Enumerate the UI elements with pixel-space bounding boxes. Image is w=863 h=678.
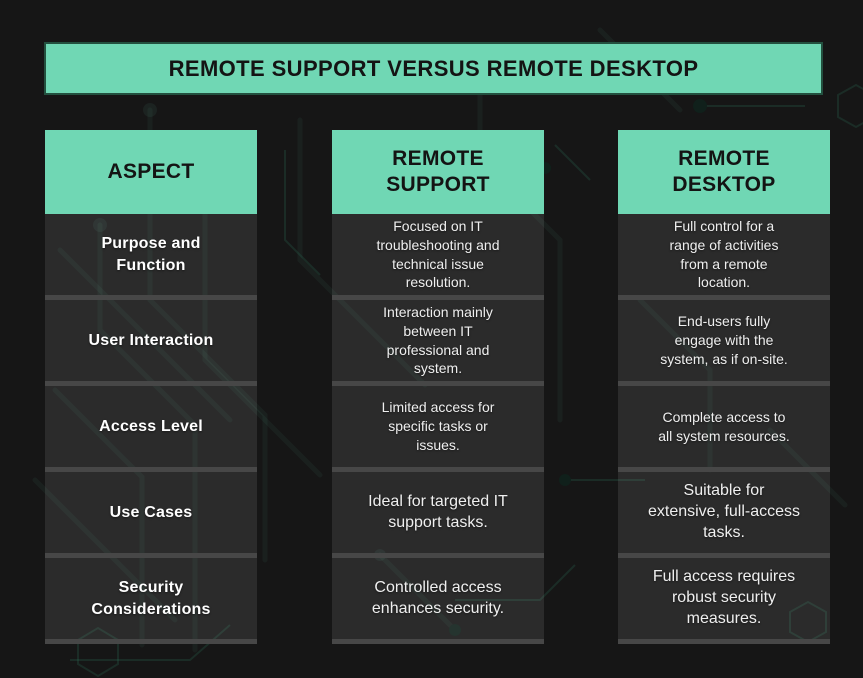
remote-desktop-cell-access: Complete access to all system resources. xyxy=(618,386,830,467)
row-divider xyxy=(332,639,544,644)
cell-text: Limited access for specific tasks or iss… xyxy=(381,399,495,453)
cell-text: End-users fully engage with the system, … xyxy=(660,313,788,367)
aspect-cell-access: Access Level xyxy=(45,386,257,467)
remote-support-cell-access: Limited access for specific tasks or iss… xyxy=(332,386,544,467)
aspect-label: Access Level xyxy=(99,417,203,435)
row-divider xyxy=(332,553,544,558)
aspect-label: User Interaction xyxy=(88,331,214,349)
remote-support-cell-security: Controlled access enhances security. xyxy=(332,558,544,639)
column-header-label: REMOTE SUPPORT xyxy=(386,146,490,196)
cell-text: Interaction mainly between IT profession… xyxy=(383,304,493,377)
row-divider xyxy=(618,553,830,558)
row-divider xyxy=(618,381,830,386)
title-banner: REMOTE SUPPORT VERSUS REMOTE DESKTOP xyxy=(44,42,823,95)
cell-text: Controlled access enhances security. xyxy=(371,578,505,617)
aspect-cell-purpose: Purpose and Function xyxy=(45,214,257,295)
remote-desktop-cell-security: Full access requires robust security mea… xyxy=(618,558,830,639)
row-divider xyxy=(332,381,544,386)
row-divider xyxy=(45,553,257,558)
column-aspect: ASPECT Purpose and Function User Interac… xyxy=(45,130,257,644)
row-divider xyxy=(332,467,544,472)
aspect-label: Use Cases xyxy=(109,503,193,521)
remote-support-cell-interaction: Interaction mainly between IT profession… xyxy=(332,300,544,381)
cell-text: Suitable for extensive, full-access task… xyxy=(647,482,801,541)
remote-support-cell-use-cases: Ideal for targeted IT support tasks. xyxy=(332,472,544,553)
aspect-cell-use-cases: Use Cases xyxy=(45,472,257,553)
remote-support-cell-purpose: Focused on IT troubleshooting and techni… xyxy=(332,214,544,295)
aspect-label: Purpose and Function xyxy=(101,234,201,274)
row-divider xyxy=(45,295,257,300)
column-header-aspect: ASPECT xyxy=(45,130,257,214)
cell-text: Full access requires robust security mea… xyxy=(652,568,796,627)
aspect-cell-security: Security Considerations xyxy=(45,558,257,639)
column-header-label: REMOTE DESKTOP xyxy=(672,146,776,196)
column-header-label: ASPECT xyxy=(107,159,195,183)
row-divider xyxy=(618,295,830,300)
cell-text: Ideal for targeted IT support tasks. xyxy=(368,492,508,531)
column-header-remote-desktop: REMOTE DESKTOP xyxy=(618,130,830,214)
row-divider xyxy=(618,467,830,472)
column-header-remote-support: REMOTE SUPPORT xyxy=(332,130,544,214)
cell-text: Focused on IT troubleshooting and techni… xyxy=(376,218,500,291)
cell-text: Complete access to all system resources. xyxy=(658,408,790,444)
aspect-label: Security Considerations xyxy=(91,578,211,618)
remote-desktop-cell-purpose: Full control for a range of activities f… xyxy=(618,214,830,295)
aspect-cell-interaction: User Interaction xyxy=(45,300,257,381)
remote-desktop-cell-use-cases: Suitable for extensive, full-access task… xyxy=(618,472,830,553)
row-divider xyxy=(618,639,830,644)
column-remote-support: REMOTE SUPPORT Focused on IT troubleshoo… xyxy=(332,130,544,644)
row-divider xyxy=(45,381,257,386)
row-divider xyxy=(45,639,257,644)
page-title: REMOTE SUPPORT VERSUS REMOTE DESKTOP xyxy=(168,55,699,81)
cell-text: Full control for a range of activities f… xyxy=(669,218,779,291)
row-divider xyxy=(332,295,544,300)
remote-desktop-cell-interaction: End-users fully engage with the system, … xyxy=(618,300,830,381)
column-remote-desktop: REMOTE DESKTOP Full control for a range … xyxy=(618,130,830,644)
row-divider xyxy=(45,467,257,472)
